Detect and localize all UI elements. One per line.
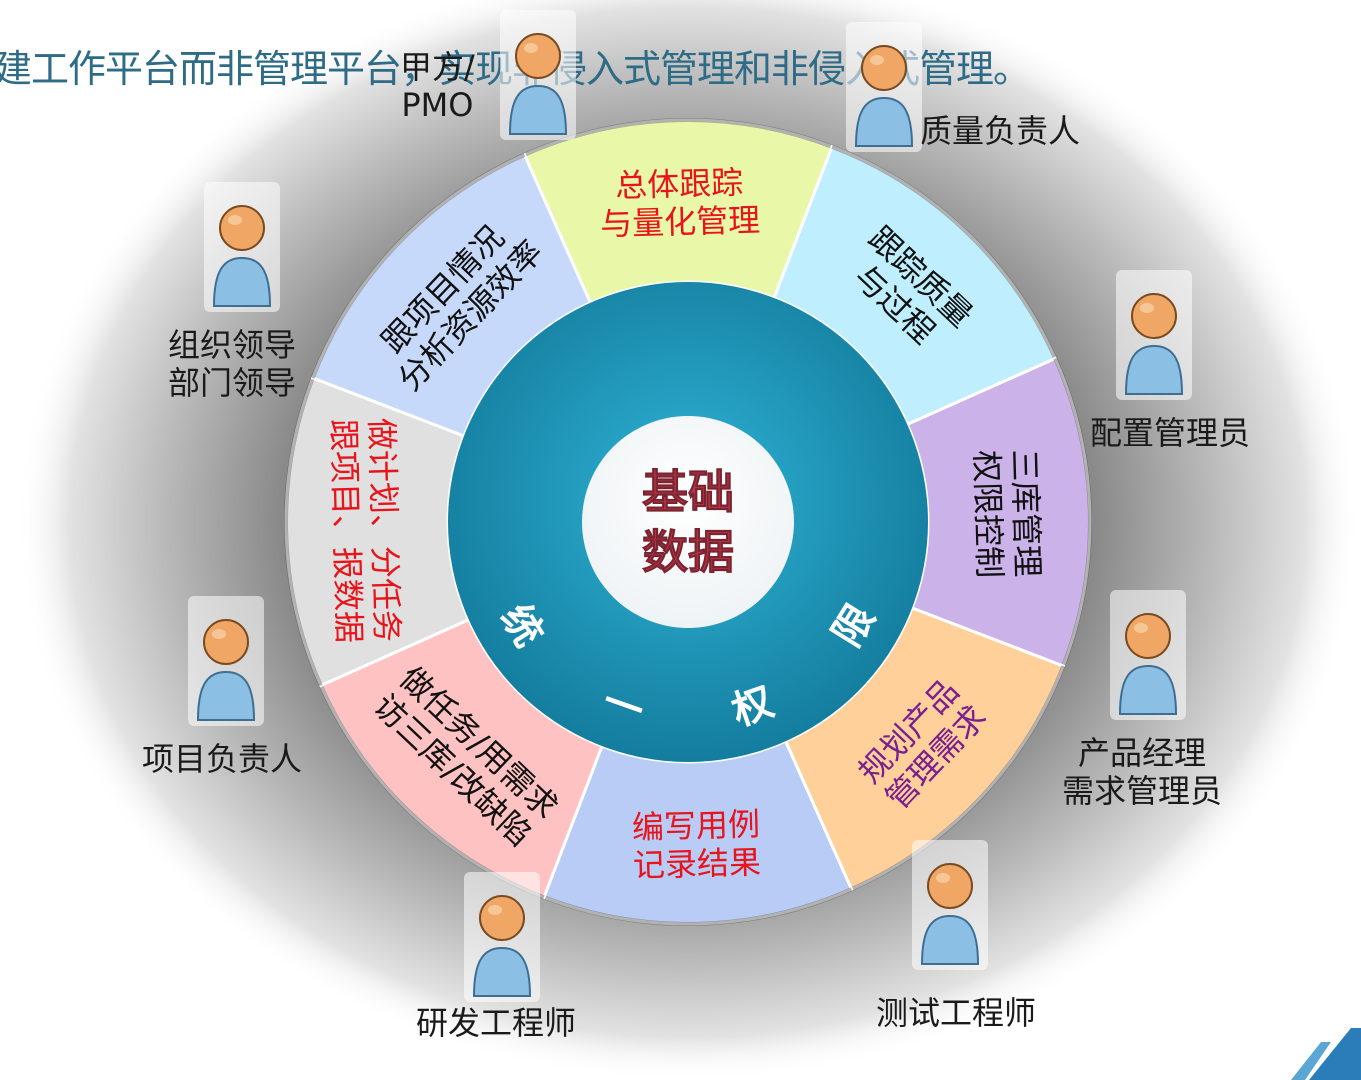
role-label-line: 组织领导	[168, 326, 297, 364]
segment-edge	[543, 887, 853, 926]
role-label-line: 研发工程师	[416, 1004, 577, 1042]
role-label-product: 产品经理需求管理员	[1062, 734, 1222, 810]
segment-label-line: 与量化管理	[600, 201, 761, 243]
core-text-line1: 基础	[642, 465, 734, 519]
role-label-quality: 质量负责人	[920, 112, 1080, 150]
segment-edge	[831, 144, 1058, 360]
ring-text-top: 信 息 共 享	[0, 0, 101, 10]
role-label-line: 质量负责人	[920, 112, 1081, 150]
segment-label-line: 做计划、分任务	[362, 417, 406, 642]
core-circle	[582, 416, 794, 628]
person-icon	[188, 596, 264, 726]
role-label-line: 部门领导	[168, 364, 297, 402]
role-label-line: PMO	[401, 86, 474, 124]
segment-label-line: 总体跟踪	[615, 163, 744, 204]
role-label-project: 项目负责人	[142, 740, 302, 778]
role-label-line: 甲方/	[400, 48, 475, 86]
role-label-line: 测试工程师	[876, 994, 1037, 1032]
role-label-test: 测试工程师	[876, 994, 1036, 1032]
role-label-pmo: 甲方/PMO	[400, 48, 475, 124]
brand-mark-icon	[1291, 1028, 1361, 1080]
segment-label-line: 编写用例	[631, 805, 760, 846]
segment-label-line: 记录结果	[632, 843, 761, 884]
segment-label-line: 三库管理	[1005, 449, 1046, 578]
segment-edge	[850, 665, 1066, 892]
segment-edge	[284, 377, 323, 687]
person-icon	[1110, 590, 1186, 720]
core-text-line2: 数据	[642, 525, 734, 579]
role-label-leaders: 组织领导部门领导	[168, 326, 296, 402]
person-icon	[1116, 270, 1192, 400]
role-label-line: 配置管理员	[1090, 414, 1251, 452]
segment-edge	[1053, 357, 1092, 667]
person-icon	[846, 22, 922, 152]
segment-label-line: 跟项目、报数据	[324, 418, 368, 643]
role-label-config: 配置管理员	[1090, 414, 1250, 452]
person-icon	[912, 840, 988, 970]
role-label-line: 项目负责人	[142, 740, 303, 778]
person-icon	[204, 182, 280, 312]
role-label-line: 需求管理员	[1062, 772, 1223, 810]
segment-edge	[310, 152, 526, 379]
role-label-dev: 研发工程师	[416, 1004, 576, 1042]
role-label-line: 产品经理	[1078, 734, 1207, 772]
segment-label-line: 权限控制	[967, 450, 1008, 579]
person-icon	[464, 872, 540, 1002]
person-icon	[500, 10, 576, 140]
